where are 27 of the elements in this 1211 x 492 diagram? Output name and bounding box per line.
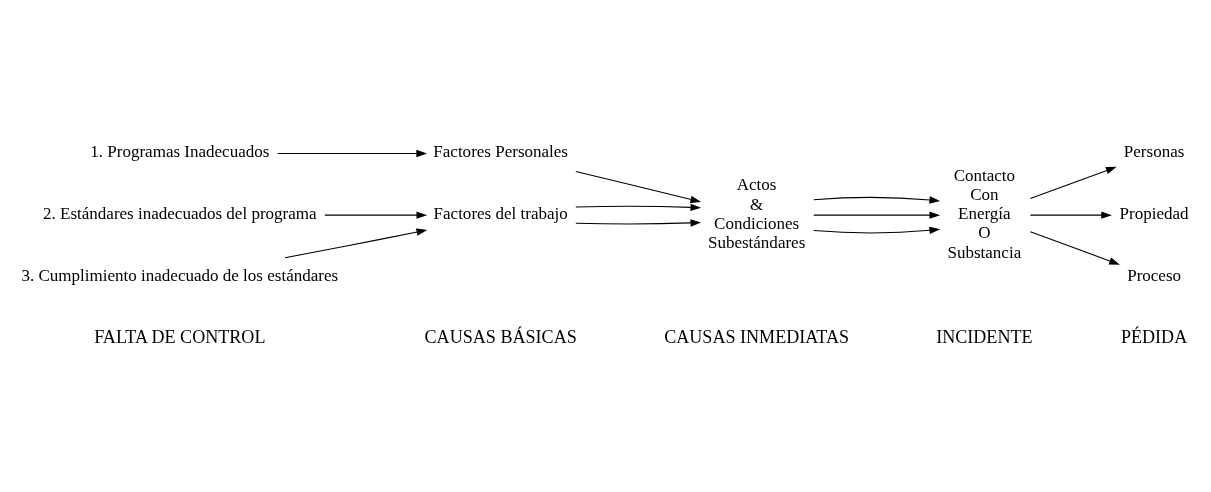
- node-text: 3. Cumplimiento inadecuado de los estándares: [21, 265, 339, 285]
- node-text: Factores Personales: [433, 142, 569, 162]
- arrow: [1029, 211, 1112, 219]
- arrow: [324, 211, 428, 219]
- label: FALTA DE CONTROL: [94, 326, 266, 347]
- label: CAUSAS INMEDIATAS: [664, 326, 850, 347]
- label: PÉDIDA: [1120, 326, 1188, 347]
- node-text: 2. Estándares inadecuados del programa: [43, 204, 317, 224]
- node-text: Factores del trabajo: [433, 204, 568, 224]
- arrow: [575, 219, 702, 227]
- arrow: [277, 149, 427, 158]
- label: CAUSAS BÁSICAS: [424, 326, 577, 347]
- node-text: Proceso: [1127, 265, 1182, 285]
- node-text: Propiedad: [1119, 204, 1189, 224]
- arrow: [284, 228, 428, 259]
- arrow: [575, 170, 702, 203]
- arrow: [1029, 166, 1117, 200]
- arrow: [813, 196, 941, 204]
- node-text: Contacto Con Energía O Substancia: [947, 165, 1022, 262]
- arrow: [575, 203, 702, 212]
- node-text: 1. Programas Inadecuados: [90, 142, 270, 162]
- node-text: Personas: [1123, 142, 1185, 162]
- label: INCIDENTE: [936, 326, 1033, 347]
- node-text: Actos & Condiciones Subestándares: [707, 175, 806, 252]
- arrow: [813, 226, 941, 235]
- arrow: [813, 211, 941, 219]
- arrow: [1029, 231, 1120, 265]
